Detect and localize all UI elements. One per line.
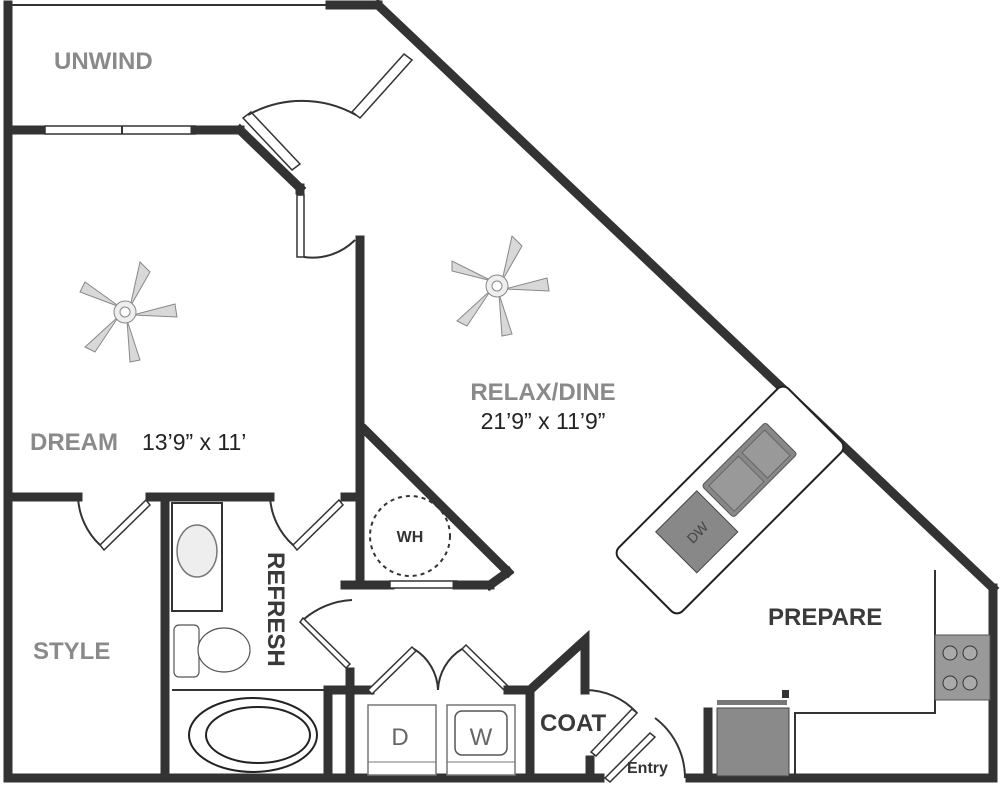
room-label-dream: DREAM [30, 429, 118, 456]
kitchen-counter: DW [615, 385, 845, 615]
room-label-prepare: PREPARE [768, 604, 882, 631]
room-label-refresh: REFRESH [262, 552, 289, 667]
sink-icon [176, 524, 218, 578]
refrigerator-icon [716, 707, 790, 777]
bathroom-fixtures [171, 502, 318, 773]
washer-icon: W [446, 704, 516, 776]
washer-label: W [470, 724, 493, 751]
room-label-style: STYLE [33, 638, 110, 665]
room-label-relax-dine: RELAX/DINE [470, 379, 615, 406]
interior-walls [3, 52, 713, 784]
dream-dimensions: 13’9” x 11’ [142, 429, 246, 455]
toilet-tank-icon [173, 624, 200, 678]
range-icon [934, 634, 991, 701]
room-label-unwind: UNWIND [54, 48, 153, 75]
ceiling-fan-icon [79, 261, 178, 363]
dryer-label: D [391, 724, 408, 751]
relax-dine-dimensions: 21’9” x 11’9” [481, 408, 606, 434]
water-heater-icon [369, 495, 451, 577]
toilet-icon [197, 627, 251, 673]
ceiling-fan-icon [451, 235, 550, 337]
kitchen-sink-icon [702, 422, 797, 517]
dryer-icon: D [367, 704, 437, 776]
dishwasher-icon: DW [655, 490, 739, 574]
water-heater-label: WH [397, 529, 424, 546]
entry-label: Entry [627, 760, 668, 777]
room-label-coat: COAT [540, 710, 607, 737]
